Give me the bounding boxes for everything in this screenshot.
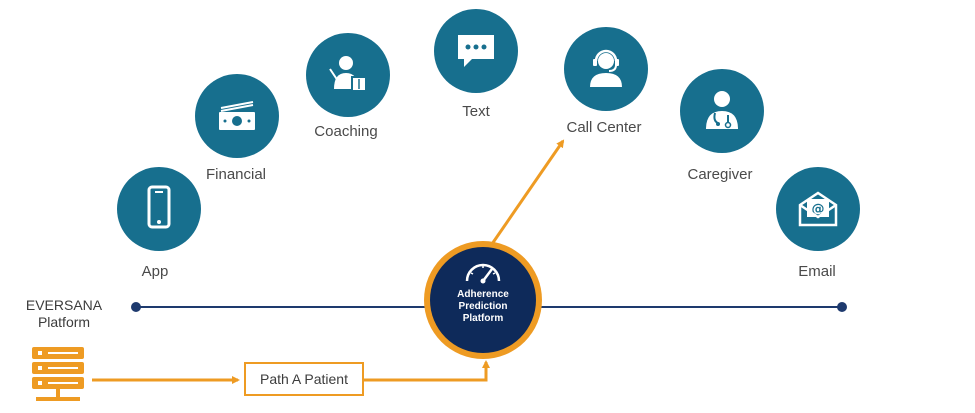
channel-label-coaching: Coaching bbox=[314, 123, 378, 140]
channel-app bbox=[117, 167, 201, 251]
email-icon: @ bbox=[798, 191, 838, 227]
path-a-patient-box: Path A Patient bbox=[244, 362, 364, 396]
channel-coaching bbox=[306, 33, 390, 117]
channel-label-text: Text bbox=[462, 103, 490, 120]
channel-label-app: App bbox=[141, 263, 169, 280]
channel-text bbox=[434, 9, 518, 93]
channel-financial bbox=[195, 74, 279, 158]
hub-label: Adherence Prediction Platform bbox=[457, 289, 509, 324]
arrow-path-to-hub bbox=[364, 360, 490, 382]
channel-email: @ bbox=[776, 167, 860, 251]
smartphone-icon bbox=[147, 185, 171, 229]
doctor-icon bbox=[706, 91, 738, 129]
chat-bubble-icon bbox=[458, 35, 494, 67]
timeline-end-dot bbox=[837, 302, 847, 312]
timeline-start-dot bbox=[131, 302, 141, 312]
arrow-hub-to-call-center bbox=[490, 139, 565, 245]
server-stack-icon bbox=[32, 347, 84, 401]
channel-call-center bbox=[564, 27, 648, 111]
adherence-hub: Adherence Prediction Platform bbox=[424, 241, 542, 359]
path-label: Path A Patient bbox=[260, 371, 348, 387]
channel-label-financial: Financial bbox=[205, 166, 267, 183]
channel-caregiver bbox=[680, 69, 764, 153]
svg-text:@: @ bbox=[812, 202, 825, 217]
platform-label: EVERSANA Platform bbox=[25, 297, 103, 330]
headset-agent-icon bbox=[590, 49, 622, 87]
money-icon bbox=[219, 101, 255, 130]
channel-label-email: Email bbox=[798, 263, 836, 280]
channel-label-call-center: Call Center bbox=[566, 119, 642, 136]
adherence-hub-inner: Adherence Prediction Platform bbox=[430, 247, 536, 353]
speedometer-icon bbox=[465, 263, 501, 284]
coach-icon bbox=[329, 56, 367, 92]
channel-label-caregiver: Caregiver bbox=[687, 166, 753, 183]
